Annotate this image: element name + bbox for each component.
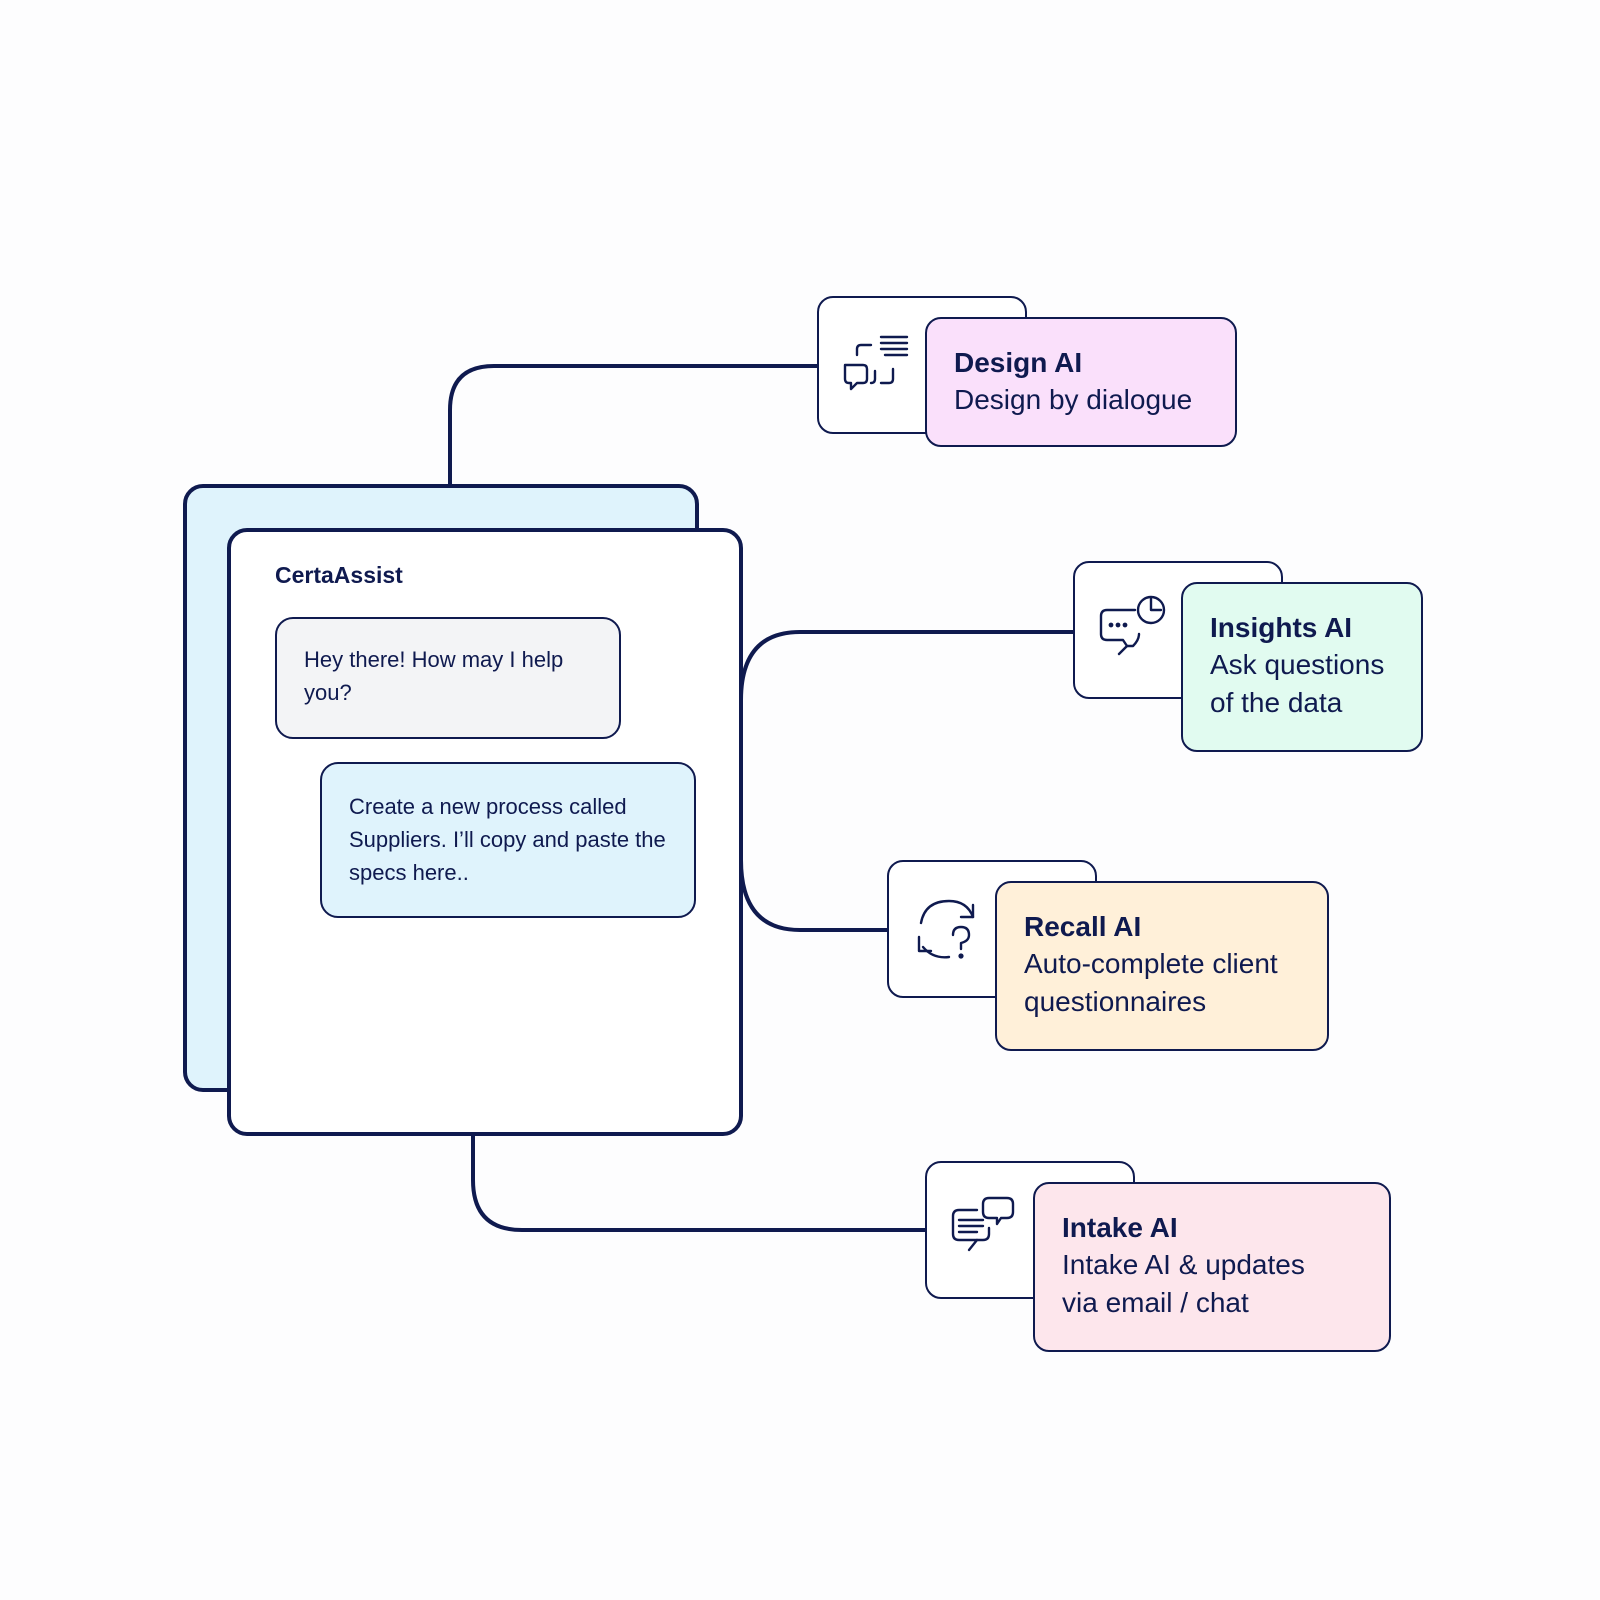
chat-insights-icon	[1099, 595, 1166, 656]
feature-description: Intake AI & updates via email / chat	[1062, 1249, 1305, 1318]
assistant-title: CertaAssist	[275, 562, 403, 588]
user-message-bubble: Create a new process called Suppliers. I…	[320, 762, 696, 918]
feature-label-box: Design AI Design by dialogue	[925, 317, 1237, 447]
intake-chat-icon	[951, 1196, 1015, 1252]
recall-question-icon	[917, 899, 975, 959]
dialogue-design-icon	[843, 335, 909, 391]
bot-message-text: Hey there! How may I help you?	[304, 647, 564, 705]
user-message-text: Create a new process called Suppliers. I…	[349, 794, 666, 885]
feature-title: Design AI	[954, 347, 1083, 378]
connector-insights	[739, 630, 1073, 701]
feature-label-box: Recall AI Auto-complete client questionn…	[995, 881, 1329, 1051]
feature-label-box: Intake AI Intake AI & updates via email …	[1033, 1182, 1391, 1352]
assistant-panel: CertaAssist Hey there! How may I help yo…	[227, 528, 743, 1136]
connector-recall	[739, 859, 887, 932]
feature-description: Design by dialogue	[954, 384, 1193, 415]
bot-message-bubble: Hey there! How may I help you?	[275, 617, 621, 739]
connector-intake	[471, 1136, 925, 1232]
feature-description: Ask questions of the data	[1210, 649, 1385, 718]
connector-design	[448, 364, 817, 484]
feature-title: Intake AI	[1062, 1212, 1178, 1243]
feature-title: Insights AI	[1210, 612, 1353, 643]
feature-title: Recall AI	[1024, 911, 1142, 942]
feature-description: Auto-complete client questionnaires	[1024, 948, 1278, 1017]
feature-label-box: Insights AI Ask questions of the data	[1181, 582, 1423, 752]
